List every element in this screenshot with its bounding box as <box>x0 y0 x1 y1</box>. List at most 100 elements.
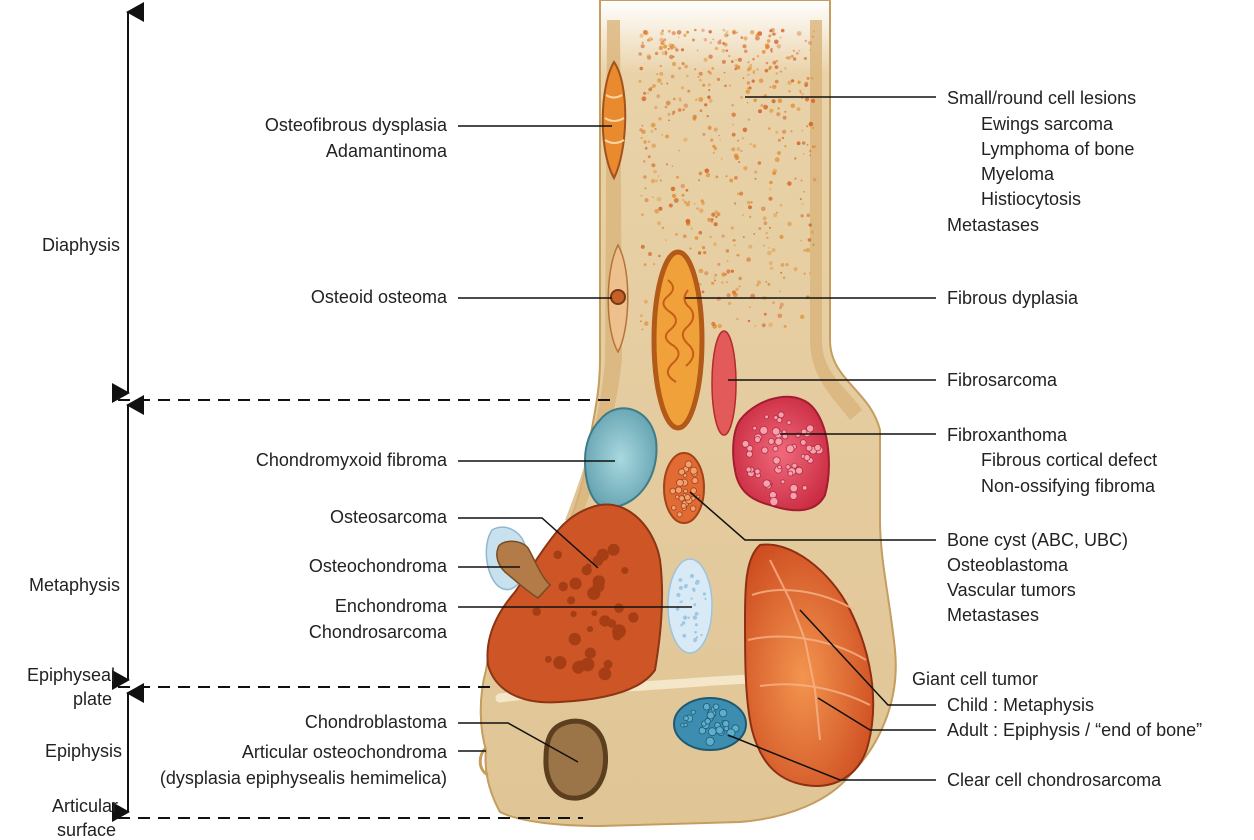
marrow-speckle-dot <box>781 29 785 33</box>
marrow-speckle-dot <box>765 69 769 73</box>
marrow-speckle-dot <box>682 62 685 65</box>
clear-cell-cell <box>684 716 689 721</box>
osteosarcoma-cell <box>553 550 562 559</box>
marrow-speckle-dot <box>697 50 699 52</box>
marrow-speckle-dot <box>791 130 793 132</box>
label-giant-cell-adult: Adult : Epiphysis / “end of bone” <box>947 720 1202 740</box>
marrow-speckle-dot <box>726 50 728 52</box>
enchondroma-cell <box>694 631 697 634</box>
marrow-speckle-dot <box>644 300 648 304</box>
marrow-speckle-dot <box>699 283 701 285</box>
marrow-speckle-dot <box>742 44 746 48</box>
marrow-speckle-dot <box>722 49 726 53</box>
marrow-speckle-dot <box>778 107 780 109</box>
marrow-speckle-dot <box>657 197 662 202</box>
marrow-speckle-dot <box>684 65 688 69</box>
marrow-speckle-dot <box>681 86 684 89</box>
marrow-speckle-dot <box>713 152 715 154</box>
marrow-speckle-dot <box>750 30 754 34</box>
marrow-speckle-dot <box>642 125 644 127</box>
marrow-speckle-dot <box>735 59 737 61</box>
marrow-speckle-dot <box>657 221 661 225</box>
marrow-speckle-dot <box>711 322 715 326</box>
marrow-speckle-dot <box>802 141 806 145</box>
marrow-speckle-dot <box>751 201 753 203</box>
marrow-speckle-dot <box>651 130 654 133</box>
marrow-speckle-dot <box>669 204 673 208</box>
region-epiphyseal-plate-line1: Epiphyseal <box>27 665 115 685</box>
marrow-speckle-dot <box>769 261 773 265</box>
marrow-speckle-dot <box>659 46 663 50</box>
marrow-speckle-dot <box>668 113 671 116</box>
marrow-speckle-dot <box>773 61 777 65</box>
marrow-speckle-dot <box>732 133 736 137</box>
enchondroma-cell <box>680 624 683 627</box>
label-osteochondroma: Osteochondroma <box>309 556 448 576</box>
region-labels: Diaphysis Metaphysis Epiphyseal plate Ep… <box>27 235 122 840</box>
marrow-speckle-dot <box>754 325 756 327</box>
osteosarcoma-cell <box>597 549 609 561</box>
marrow-speckle-dot <box>673 98 676 101</box>
marrow-speckle-dot <box>780 204 783 207</box>
marrow-speckle-dot <box>740 96 743 99</box>
label-clear-cell: Clear cell chondrosarcoma <box>947 770 1162 790</box>
marrow-speckle-dot <box>665 50 668 53</box>
marrow-speckle-dot <box>769 66 772 69</box>
enchondroma-cell <box>690 574 694 578</box>
marrow-speckle-dot <box>638 52 642 56</box>
marrow-speckle-dot <box>763 216 767 220</box>
marrow-speckle-dot <box>718 324 722 328</box>
marrow-speckle-dot <box>812 127 814 129</box>
label-enchondroma-line1: Enchondroma <box>335 596 448 616</box>
marrow-speckle-dot <box>742 137 744 139</box>
marrow-speckle-dot <box>695 236 699 240</box>
marrow-speckle-dot <box>702 246 705 249</box>
marrow-speckle-dot <box>753 144 757 148</box>
label-chondroblastoma: Chondroblastoma <box>305 712 448 732</box>
marrow-speckle-dot <box>731 60 734 63</box>
fibrous-dysplasia-lesion <box>654 252 702 428</box>
marrow-speckle-dot <box>690 248 692 250</box>
marrow-speckle-dot <box>768 34 771 37</box>
marrow-speckle-dot <box>701 202 704 205</box>
marrow-speckle-dot <box>813 244 815 246</box>
marrow-speckle-dot <box>735 288 738 291</box>
marrow-speckle-dot <box>738 161 740 163</box>
marrow-speckle-dot <box>797 31 802 36</box>
fibroxanthoma-cell <box>773 457 780 464</box>
marrow-speckle-dot <box>777 151 781 155</box>
bone-cyst-cell <box>690 506 696 512</box>
label-fibrous-dysplasia: Fibrous dyplasia <box>947 288 1079 308</box>
marrow-speckle-dot <box>690 227 693 230</box>
bone-cyst-cell <box>677 512 682 517</box>
marrow-speckle-dot <box>809 155 811 157</box>
marrow-speckle-dot <box>678 67 681 70</box>
fibroxanthoma-cell <box>781 480 785 484</box>
label-osteofibrous-line1: Osteofibrous dysplasia <box>265 115 448 135</box>
marrow-speckle-dot <box>731 270 734 273</box>
enchondroma-cell <box>695 623 698 626</box>
marrow-speckle-dot <box>665 239 667 241</box>
marrow-speckle-dot <box>641 214 643 216</box>
osteosarcoma-cell <box>545 656 552 663</box>
marrow-speckle-dot <box>770 267 773 270</box>
marrow-speckle-dot <box>747 74 749 76</box>
marrow-speckle-dot <box>743 128 748 133</box>
marrow-speckle-dot <box>702 133 705 136</box>
fibroxanthoma-cell <box>768 438 774 444</box>
marrow-speckle-dot <box>729 179 733 183</box>
enchondroma-cell <box>687 617 689 619</box>
marrow-speckle-dot <box>668 30 671 33</box>
marrow-speckle-dot <box>693 117 697 121</box>
marrow-speckle-dot <box>782 137 784 139</box>
marrow-speckle-dot <box>715 47 719 51</box>
label-small-round-footer: Metastases <box>947 215 1039 235</box>
marrow-speckle-dot <box>713 242 717 246</box>
marrow-speckle-dot <box>652 197 654 199</box>
fibroxanthoma-cell <box>804 455 810 461</box>
marrow-speckle-dot <box>654 209 659 214</box>
marrow-speckle-dot <box>800 179 802 181</box>
osteosarcoma-cell <box>581 658 595 672</box>
fibroxanthoma-cell <box>786 445 794 453</box>
osteosarcoma-cell <box>628 612 638 622</box>
